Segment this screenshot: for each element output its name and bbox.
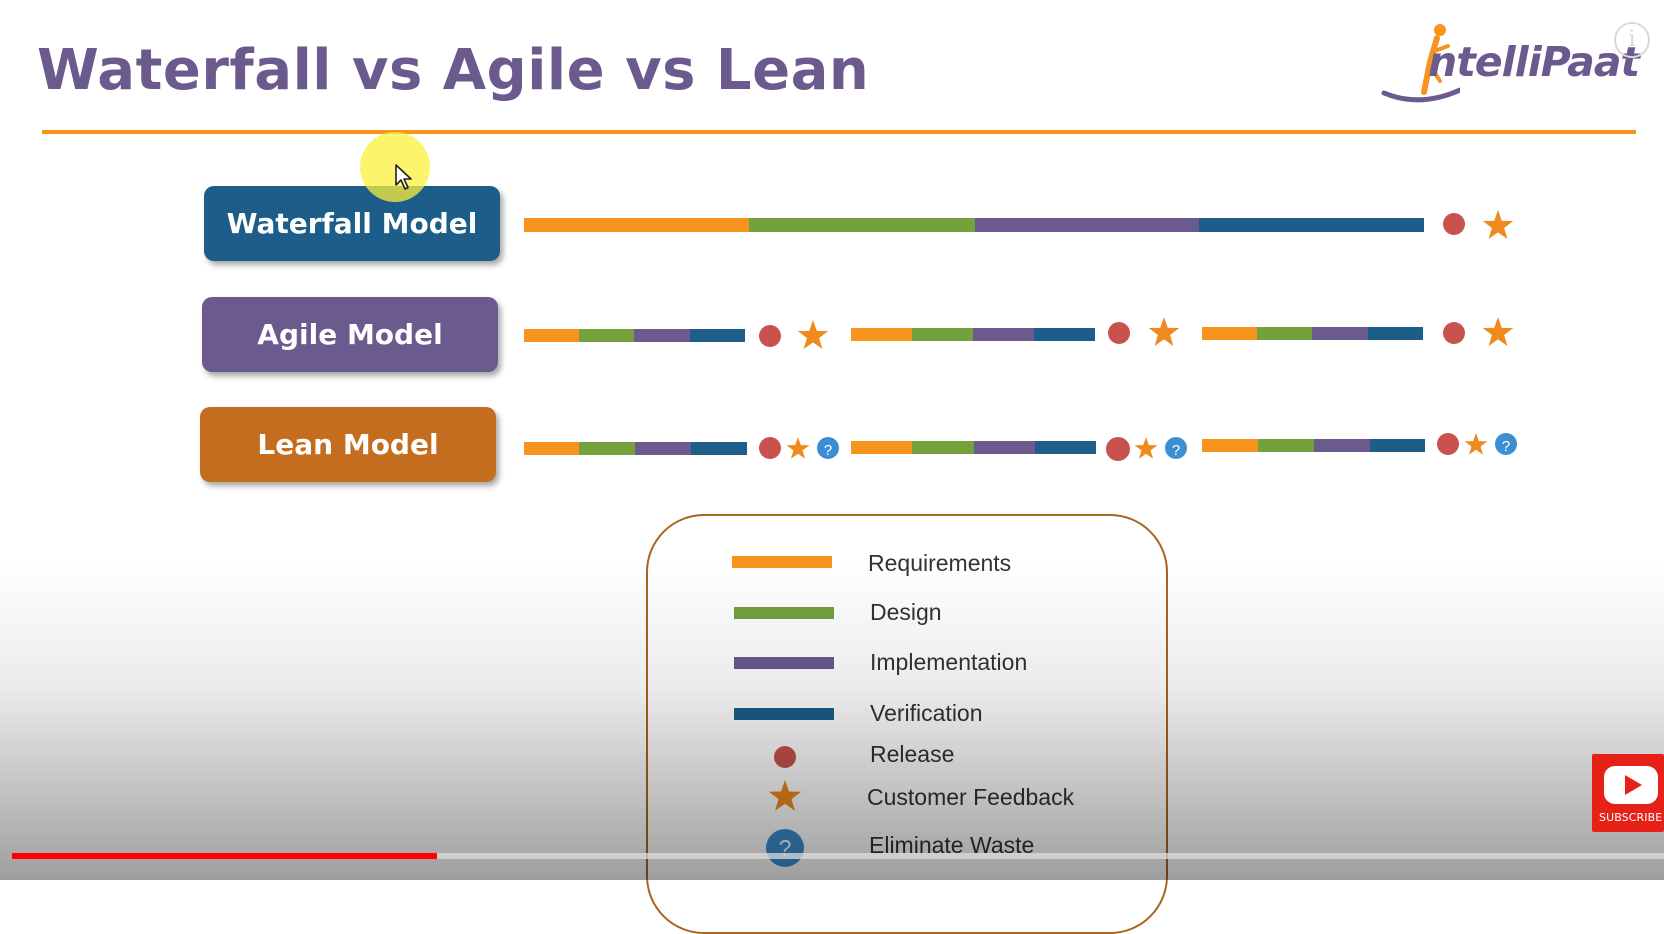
design-bar (912, 328, 973, 341)
question-icon (1165, 437, 1187, 459)
requirements-bar (1202, 327, 1257, 340)
legend-box: Requirements Design Implementation Verif… (646, 514, 1168, 934)
title-underline (42, 130, 1636, 134)
waterfall-model-label: Waterfall Model (204, 186, 500, 261)
subscribe-label: SUBSCRIBE (1599, 811, 1663, 824)
star-icon (1482, 210, 1514, 239)
cursor-highlight (360, 132, 430, 202)
design-bar (579, 329, 634, 342)
question-icon (817, 437, 839, 459)
release-dot-icon (1443, 213, 1465, 235)
lean-model-label: Lean Model (200, 407, 496, 482)
verification-bar (734, 708, 834, 720)
video-progress-bar[interactable] (12, 853, 1664, 859)
design-bar (749, 218, 975, 232)
design-bar (734, 607, 834, 619)
youtube-play-icon (1604, 766, 1658, 804)
legend-label-implementation: Implementation (870, 649, 1028, 675)
design-bar (579, 442, 635, 455)
star-icon (768, 780, 802, 811)
slide-title: Waterfall vs Agile vs Lean (37, 38, 870, 103)
star-icon (1464, 433, 1488, 455)
implementation-bar (634, 329, 690, 342)
legend-label-customer-feedback: Customer Feedback (867, 784, 1075, 810)
question-glyph: ? (1502, 438, 1510, 455)
verification-bar (1034, 328, 1095, 341)
star-icon (786, 437, 810, 459)
intellipaat-logo: ntelliPaat (1380, 14, 1645, 114)
implementation-bar (1312, 327, 1368, 340)
design-bar (1258, 439, 1314, 452)
video-progress-played (12, 853, 437, 859)
release-dot-icon (1108, 322, 1130, 344)
waterfall-timeline (524, 210, 1514, 239)
legend-label-release: Release (870, 741, 955, 767)
star-icon (797, 320, 829, 349)
release-dot-icon (1437, 433, 1459, 455)
verification-bar (1035, 441, 1096, 454)
implementation-bar (975, 218, 1199, 232)
question-icon: ? (766, 829, 804, 867)
question-glyph: ? (1172, 442, 1180, 459)
legend-label-design: Design (870, 599, 942, 625)
requirements-bar (524, 442, 579, 455)
design-bar (1257, 327, 1312, 340)
slide: Waterfall vs Agile vs Lean ntelliPaat i … (37, 14, 1650, 934)
verification-bar (691, 442, 747, 455)
model-timelines: ? ? ? (524, 210, 1517, 461)
implementation-bar (734, 657, 834, 669)
requirements-bar (851, 328, 912, 341)
release-dot-icon (774, 746, 796, 768)
agile-model-label: Agile Model (202, 297, 498, 372)
verification-bar (690, 329, 745, 342)
subscribe-button[interactable]: SUBSCRIBE (1592, 754, 1664, 832)
design-bar (912, 441, 974, 454)
star-icon (1482, 317, 1514, 346)
verification-bar (1368, 327, 1423, 340)
question-icon (1495, 433, 1517, 455)
implementation-bar (973, 328, 1034, 341)
logo-figure-icon (1381, 24, 1460, 103)
agile-timeline (524, 317, 1514, 349)
legend-label-requirements: Requirements (868, 550, 1012, 576)
requirements-bar (1202, 439, 1258, 452)
requirements-bar (851, 441, 912, 454)
star-icon (1148, 317, 1180, 346)
requirements-bar (524, 218, 749, 232)
release-dot-icon (1443, 322, 1465, 344)
implementation-bar (974, 441, 1035, 454)
verification-bar (1199, 218, 1424, 232)
logo-text: ntelliPaat (1428, 38, 1640, 86)
info-icon[interactable]: i (1614, 22, 1650, 58)
implementation-bar (1314, 439, 1370, 452)
question-glyph: ? (824, 442, 832, 459)
release-dot-icon (1106, 437, 1130, 461)
requirements-bar (732, 556, 832, 568)
lean-timeline: ? ? ? (524, 433, 1517, 461)
legend-label-verification: Verification (870, 700, 983, 726)
release-dot-icon (759, 325, 781, 347)
release-dot-icon (759, 437, 781, 459)
mouse-cursor-icon (395, 164, 412, 190)
star-icon (1134, 437, 1158, 459)
verification-bar (1370, 439, 1425, 452)
requirements-bar (524, 329, 579, 342)
implementation-bar (635, 442, 691, 455)
